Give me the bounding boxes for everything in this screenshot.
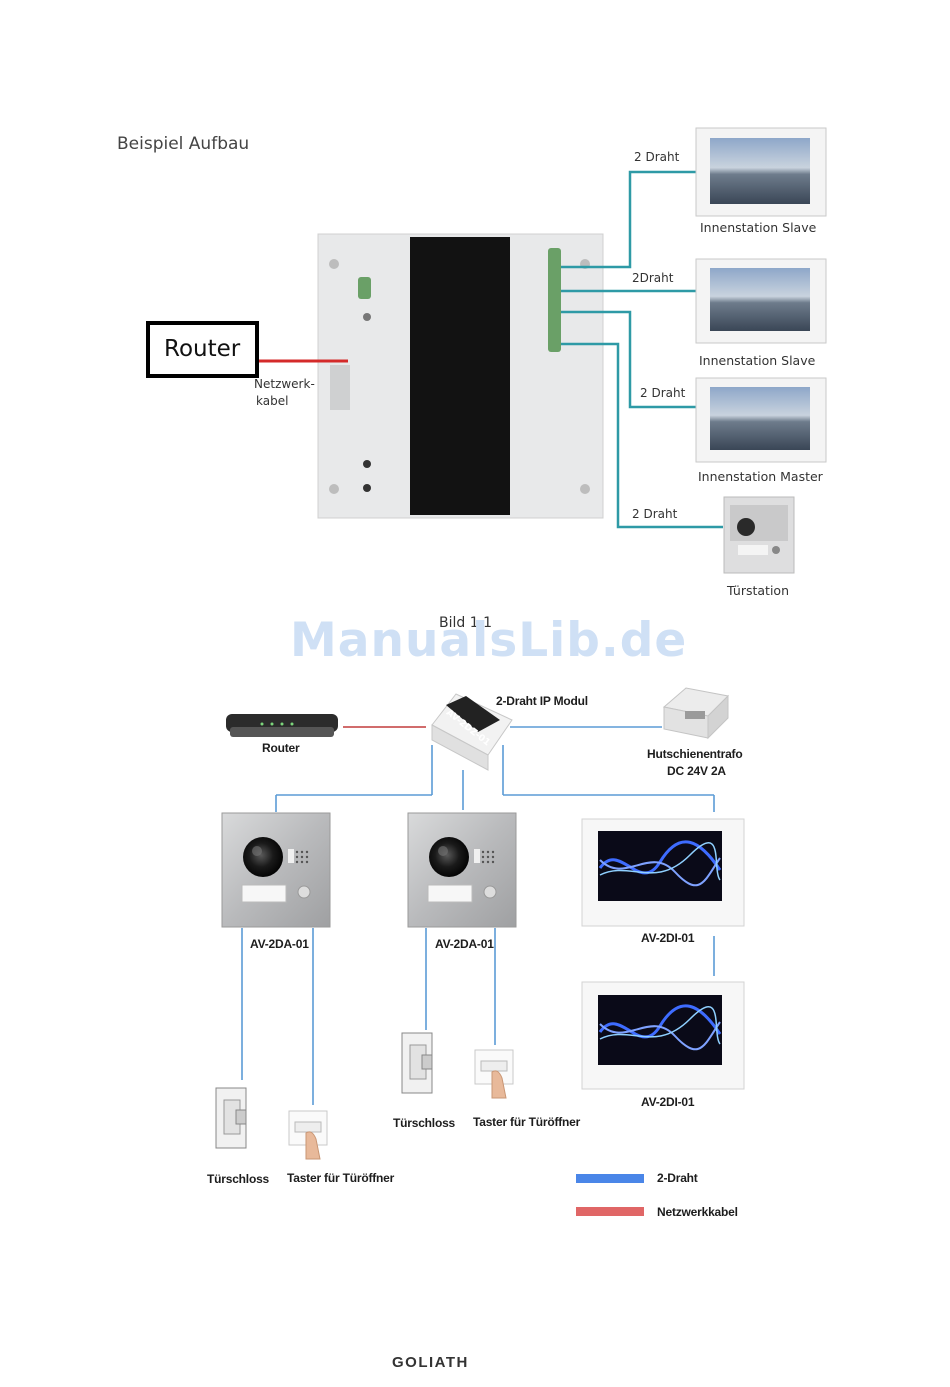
button-2-label: Taster für Türöffner bbox=[473, 1115, 581, 1129]
router-box-label: Router bbox=[164, 336, 241, 362]
din-transformer-device bbox=[662, 687, 730, 740]
door-station-fig1 bbox=[723, 496, 795, 574]
device-label-slave-2: Innenstation Slave bbox=[699, 353, 816, 368]
ip-module-panel bbox=[317, 233, 604, 519]
watermark: ManualsLib.de bbox=[290, 613, 688, 668]
legend-label-2draht: 2-Draht bbox=[657, 1171, 698, 1185]
monitor-slave-1 bbox=[695, 127, 827, 217]
indoor-monitor-1 bbox=[581, 818, 745, 927]
device-label-slave-1: Innenstation Slave bbox=[700, 220, 817, 235]
monitor-master bbox=[695, 377, 827, 463]
lock-1-label: Türschloss bbox=[207, 1172, 270, 1186]
router-device bbox=[226, 714, 338, 737]
wire-label-1: 2 Draht bbox=[634, 150, 680, 164]
transformer-label-line2: DC 24V 2A bbox=[667, 764, 726, 778]
legend-swatch-netzwerkkabel bbox=[576, 1207, 644, 1216]
door-button-2 bbox=[474, 1049, 514, 1099]
wire-label-2: 2Draht bbox=[632, 271, 674, 285]
wire-label-3: 2 Draht bbox=[640, 386, 686, 400]
monitor-1-label: AV-2DI-01 bbox=[641, 931, 695, 945]
ip-module-device bbox=[431, 693, 513, 771]
device-label-door-station: Türstation bbox=[727, 583, 789, 598]
door-lock-1 bbox=[215, 1087, 247, 1149]
footer-logo: GOLIATH bbox=[392, 1354, 469, 1371]
router-label: Router bbox=[262, 741, 300, 755]
outdoor-station-2-label: AV-2DA-01 bbox=[435, 937, 494, 951]
module-label: 2-Draht IP Modul bbox=[496, 694, 588, 708]
cable-label-line2: kabel bbox=[256, 394, 289, 408]
legend-label-netzwerkkabel: Netzwerkkabel bbox=[657, 1205, 738, 1219]
door-lock-2 bbox=[401, 1032, 433, 1094]
lock-2-label: Türschloss bbox=[393, 1116, 456, 1130]
two-wire-bus bbox=[241, 726, 715, 1105]
indoor-monitor-2 bbox=[581, 981, 745, 1090]
door-button-1 bbox=[288, 1110, 328, 1160]
transformer-label-line1: Hutschienentrafo bbox=[647, 747, 743, 761]
figure1-caption: Bild 1.1 bbox=[439, 615, 492, 631]
button-1-label: Taster für Türöffner bbox=[287, 1171, 395, 1185]
device-label-master: Innenstation Master bbox=[698, 469, 823, 484]
cable-label-line1: Netzwerk- bbox=[254, 377, 315, 391]
wire-label-4: 2 Draht bbox=[632, 507, 678, 521]
monitor-slave-2 bbox=[695, 258, 827, 344]
two-wire-lines bbox=[561, 170, 723, 529]
outdoor-station-1-label: AV-2DA-01 bbox=[250, 937, 309, 951]
outdoor-station-1 bbox=[221, 812, 331, 928]
figure1-title: Beispiel Aufbau bbox=[117, 134, 250, 154]
monitor-2-label: AV-2DI-01 bbox=[641, 1095, 695, 1109]
outdoor-station-2 bbox=[407, 812, 517, 928]
legend-swatch-2draht bbox=[576, 1174, 644, 1183]
router-box: Router bbox=[146, 321, 259, 378]
